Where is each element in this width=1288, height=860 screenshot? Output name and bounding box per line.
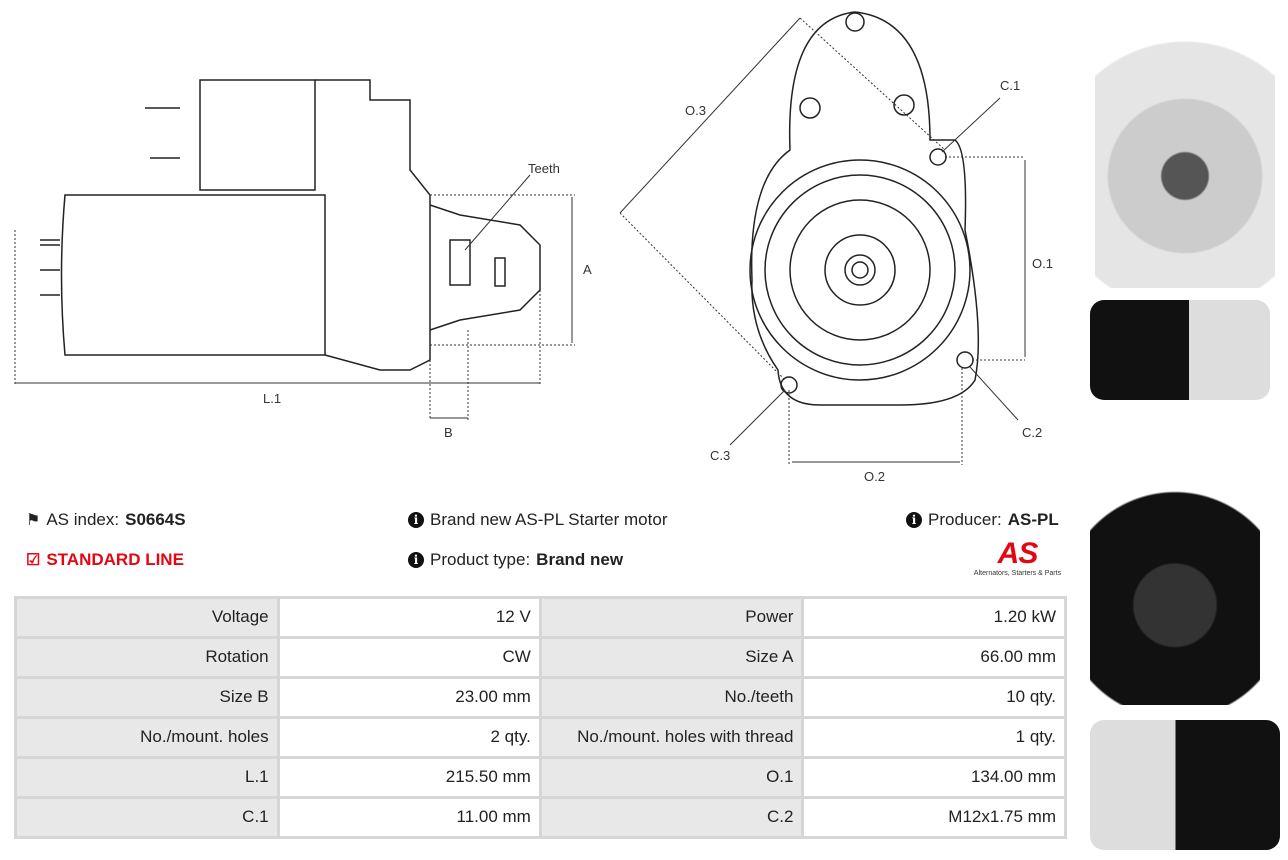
description: i Brand new AS-PL Starter motor — [408, 510, 667, 530]
info-icon: i — [408, 552, 424, 568]
spec-value: 23.00 mm — [279, 679, 539, 716]
teeth-label: Teeth — [528, 161, 560, 176]
spec-label: L.1 — [17, 759, 277, 796]
spec-label: Size A — [541, 639, 802, 676]
tag-icon: ⚑ — [26, 512, 41, 529]
spec-label: C.2 — [541, 799, 802, 836]
standard-line: ☑ STANDARD LINE — [26, 550, 184, 570]
spec-label: O.1 — [541, 759, 802, 796]
as-index-label: AS index: — [46, 510, 120, 529]
spec-value: 66.00 mm — [804, 639, 1064, 676]
spec-value: 1.20 kW — [804, 599, 1064, 636]
producer: i Producer: AS-PL — [906, 510, 1059, 530]
dim-c2-label: C.2 — [1022, 425, 1042, 440]
spec-label: Voltage — [17, 599, 277, 636]
spec-value: 11.00 mm — [279, 799, 539, 836]
spec-label: Power — [541, 599, 802, 636]
spec-value: M12x1.75 mm — [804, 799, 1064, 836]
spec-label: C.1 — [17, 799, 277, 836]
product-photo-side-label — [1090, 720, 1280, 850]
product-photo-front-angle — [1095, 8, 1275, 288]
as-index: ⚑ AS index: S0664S — [26, 510, 186, 530]
info-icon: i — [906, 512, 922, 528]
checkbox-icon: ☑ — [26, 552, 41, 569]
spec-value: 2 qty. — [279, 719, 539, 756]
front-view-drawing — [749, 11, 980, 406]
dim-c1-label: C.1 — [1000, 78, 1020, 93]
dim-o3-label: O.3 — [685, 103, 706, 118]
spec-value: CW — [279, 639, 539, 676]
product-photo-side — [1090, 300, 1270, 400]
product-type-value: Brand new — [536, 550, 624, 569]
technical-drawing: Teeth A L.1 B O.3 C.1 O.1 C.2 C.3 O.2 — [14, 11, 1053, 484]
product-type-label: Product type: — [430, 550, 531, 569]
dim-o1-label: O.1 — [1032, 256, 1053, 271]
side-view-drawing — [40, 79, 541, 371]
line-label: STANDARD LINE — [46, 550, 184, 569]
dim-a-label: A — [583, 262, 592, 277]
dim-b-label: B — [444, 425, 453, 440]
description-text: Brand new AS-PL Starter motor — [430, 510, 668, 529]
product-type: i Product type: Brand new — [408, 550, 623, 570]
product-photo-rear — [1090, 420, 1260, 705]
spec-label: Size B — [17, 679, 277, 716]
dim-l1-label: L.1 — [263, 391, 281, 406]
as-pl-logo: AS Alternators, Starters & Parts — [965, 537, 1070, 578]
info-icon: i — [408, 512, 424, 528]
spec-value: 12 V — [279, 599, 539, 636]
spec-value: 10 qty. — [804, 679, 1064, 716]
spec-value: 134.00 mm — [804, 759, 1064, 796]
producer-value: AS-PL — [1007, 510, 1059, 529]
logo-mark: AS — [997, 537, 1039, 570]
spec-value: 1 qty. — [804, 719, 1064, 756]
dim-o2-label: O.2 — [864, 469, 885, 484]
producer-label: Producer: — [928, 510, 1002, 529]
logo-tagline: Alternators, Starters & Parts — [973, 570, 1062, 577]
spec-label: No./mount. holes with thread — [541, 719, 802, 756]
spec-value: 215.50 mm — [279, 759, 539, 796]
spec-label: Rotation — [17, 639, 277, 676]
as-index-value: S0664S — [125, 510, 186, 529]
dim-c3-label: C.3 — [710, 448, 730, 463]
spec-label: No./teeth — [541, 679, 802, 716]
spec-label: No./mount. holes — [17, 719, 277, 756]
